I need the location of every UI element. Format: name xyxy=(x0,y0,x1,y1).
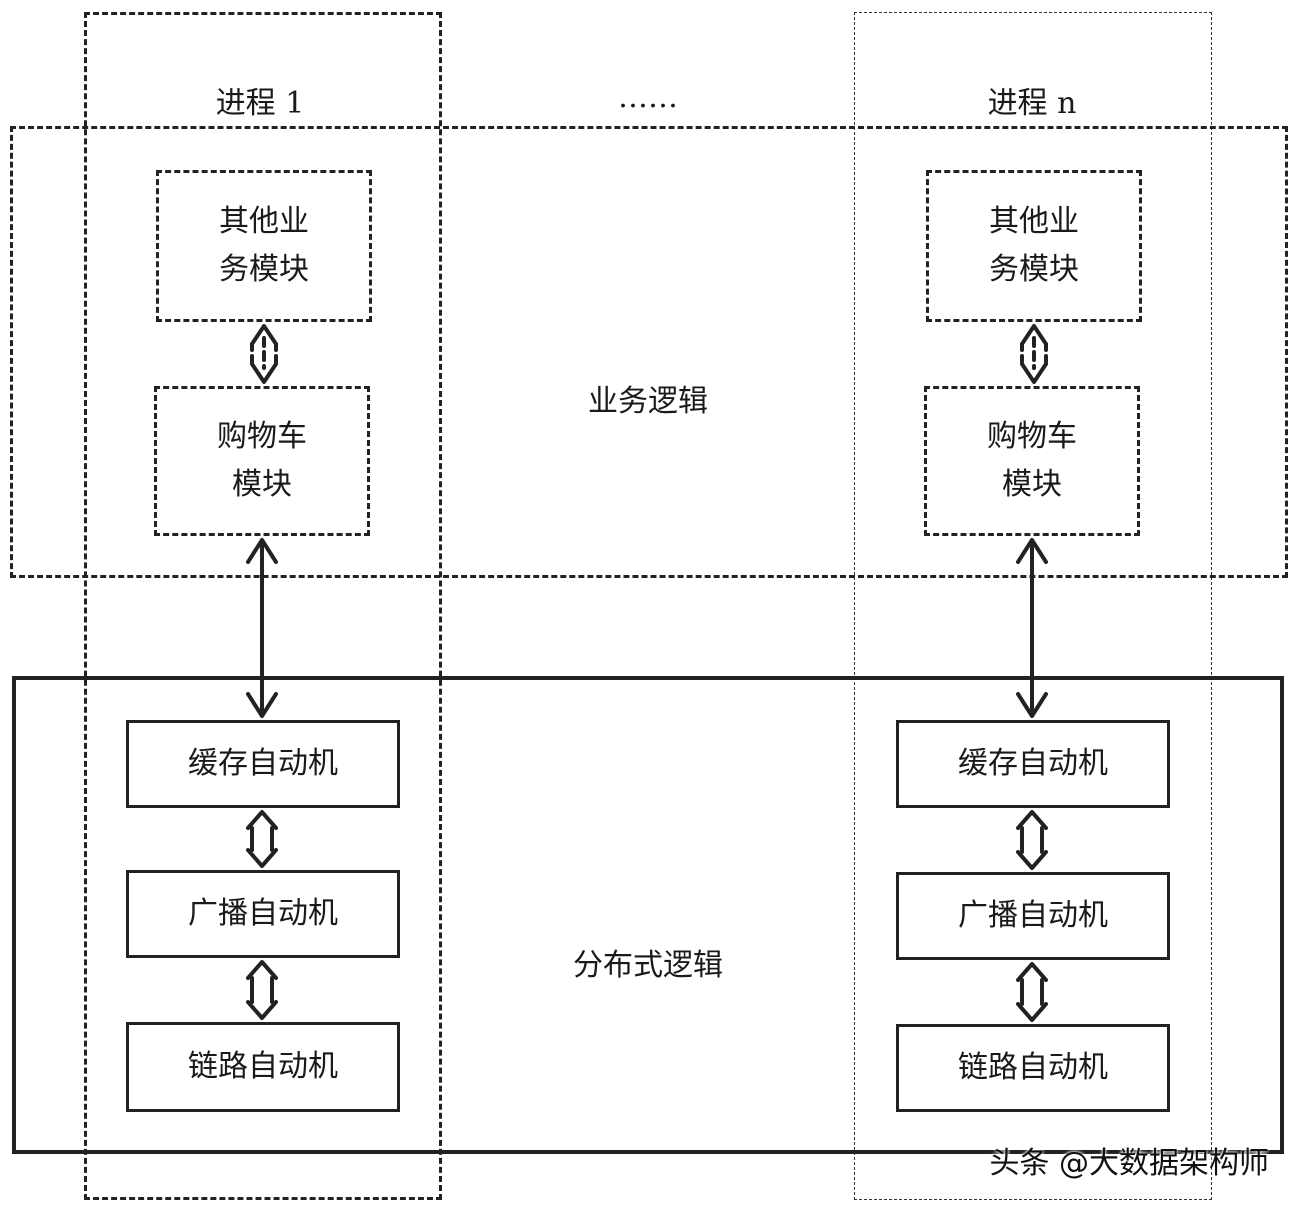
shopping-cart-module-pn: 购物车 模块 xyxy=(924,386,1140,536)
process-1-title: 进程 1 xyxy=(215,86,305,121)
process-1-column xyxy=(84,12,442,1200)
other-business-module-p1: 其他业 务模块 xyxy=(156,170,372,322)
broadcast-automaton-p1: 广播自动机 xyxy=(126,870,400,958)
link-automaton-pn: 链路自动机 xyxy=(896,1024,1170,1112)
process-n-column xyxy=(854,12,1212,1200)
shopping-cart-module-p1: 购物车 模块 xyxy=(154,386,370,536)
ellipsis: …… xyxy=(618,80,678,115)
business-logic-layer xyxy=(10,126,1288,578)
watermark: 头条 @大数据架构师 xyxy=(989,1146,1269,1181)
link-automaton-p1: 链路自动机 xyxy=(126,1022,400,1112)
cache-automaton-p1: 缓存自动机 xyxy=(126,720,400,808)
distributed-logic-label: 分布式逻辑 xyxy=(573,948,723,983)
distributed-logic-layer xyxy=(12,676,1284,1154)
other-business-module-pn: 其他业 务模块 xyxy=(926,170,1142,322)
business-logic-label: 业务逻辑 xyxy=(588,384,708,419)
cache-automaton-pn: 缓存自动机 xyxy=(896,720,1170,808)
process-n-title: 进程 n xyxy=(987,86,1077,121)
broadcast-automaton-pn: 广播自动机 xyxy=(896,872,1170,960)
